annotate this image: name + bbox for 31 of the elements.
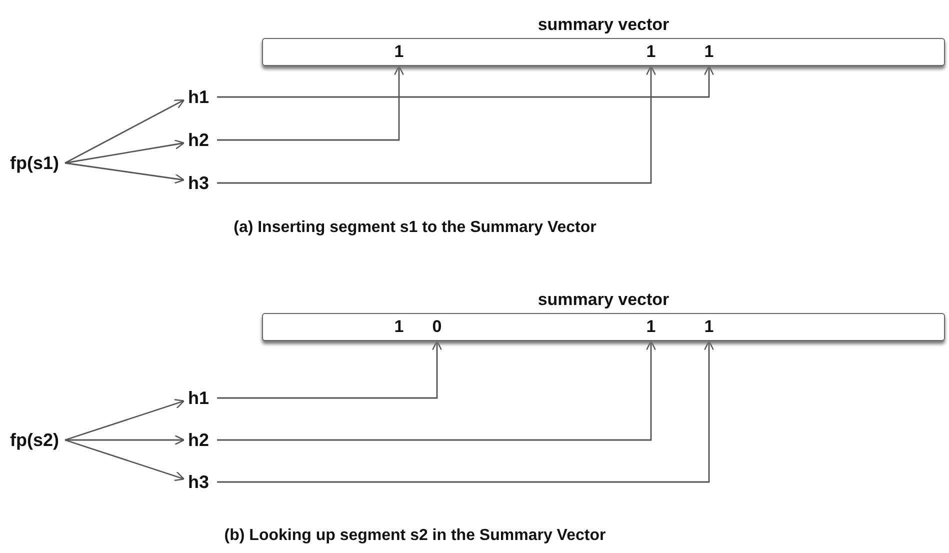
arrow: [65, 434, 185, 446]
function-label: h1: [188, 387, 210, 409]
bit-value: 1: [393, 316, 405, 338]
function-label: h2: [188, 429, 210, 451]
arrow: [64, 439, 185, 482]
function-label: h1: [188, 86, 210, 108]
arrow: [217, 65, 656, 184]
bit-value: 1: [703, 41, 715, 63]
caption: (a) Inserting segment s1 to the Summary Vector: [232, 218, 598, 238]
function-label: h3: [188, 471, 210, 493]
bit-value: 1: [393, 41, 405, 63]
arrow: [64, 139, 185, 164]
function-label: h3: [188, 172, 210, 194]
arrow: [217, 340, 442, 399]
arrow: [64, 99, 185, 164]
function-label: h2: [188, 129, 210, 151]
arrow: [64, 398, 185, 441]
arrow: [217, 340, 714, 483]
bit-value: 0: [431, 316, 443, 338]
bit-value: 1: [645, 316, 657, 338]
arrow: [64, 162, 185, 184]
caption: (b) Looking up segment s2 in the Summary Vector: [223, 526, 607, 546]
bit-value: 1: [703, 316, 715, 338]
bit-value: 1: [645, 41, 657, 63]
vector-title: summary vector: [536, 289, 670, 311]
vector-title: summary vector: [536, 14, 670, 36]
function-label: fp(s2): [10, 429, 59, 451]
arrow: [217, 65, 404, 141]
arrow: [217, 65, 714, 98]
function-label: fp(s1): [10, 152, 59, 174]
arrow: [217, 340, 656, 441]
